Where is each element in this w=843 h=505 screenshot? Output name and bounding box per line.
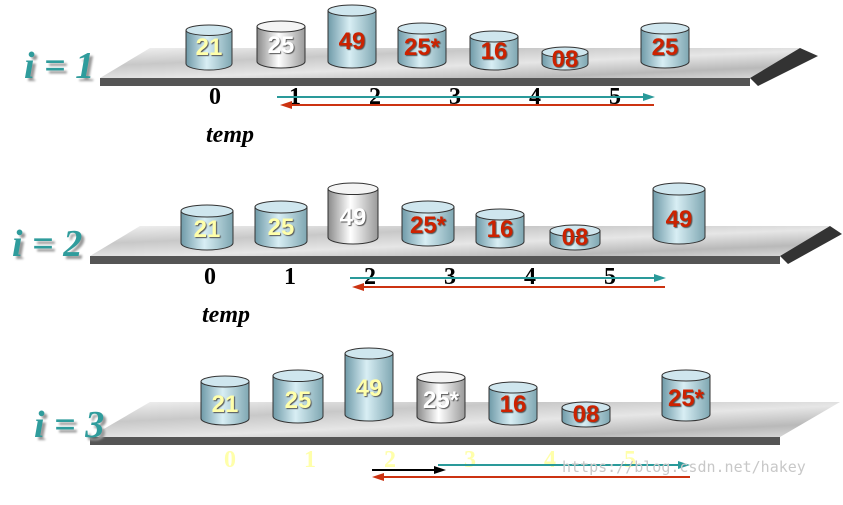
index-label: 0 (209, 84, 221, 110)
can-5: 08 (561, 401, 611, 428)
can-2: 49 (327, 4, 377, 69)
temp-can: 49 (652, 182, 706, 245)
temp-can: 25* (661, 369, 711, 422)
can-value: 21 (211, 391, 239, 418)
cylinder-shape (652, 182, 706, 245)
arrow-right-head (654, 274, 666, 282)
index-label: 2 (384, 447, 396, 473)
can-3: 25* (401, 200, 455, 247)
can-5: 08 (541, 46, 589, 73)
can-value: 25* (667, 385, 705, 412)
arrow-left-head (372, 473, 384, 481)
can-4: 16 (475, 208, 525, 249)
can-3: 25* (397, 22, 447, 69)
temp-label: temp (202, 302, 250, 328)
iteration-label: i = 2 (12, 223, 83, 265)
cylinder-shape (327, 182, 379, 245)
arrow-left-head (280, 101, 292, 109)
scan-arrows (350, 274, 666, 291)
cylinder-shape (180, 204, 234, 251)
cylinder-shape (272, 369, 324, 424)
cylinder-shape (397, 22, 447, 69)
cylinder-shape (549, 224, 601, 251)
iteration-label: i = 3 (34, 404, 105, 446)
can-0: 21 (180, 204, 234, 251)
temp-label: temp (206, 122, 254, 148)
index-label: 4 (544, 447, 556, 473)
can-1: 25 (256, 20, 306, 69)
arrow-right-head (643, 93, 655, 101)
can-value: 16 (486, 216, 514, 243)
can-0: 21 (200, 375, 250, 426)
can-value: 25 (651, 34, 679, 61)
can-value: 49 (665, 206, 693, 233)
arrow-black-head (434, 466, 446, 474)
can-value: 16 (480, 38, 508, 65)
can-value: 25* (422, 387, 460, 414)
arrow-right-head (678, 461, 690, 469)
can-5: 08 (549, 224, 601, 251)
index-label: 3 (464, 447, 476, 473)
temp-can: 25 (640, 22, 690, 69)
can-3: 25* (416, 371, 466, 424)
cylinder-shape (469, 30, 519, 71)
index-label: 0 (204, 264, 216, 290)
index-label: 5 (624, 447, 636, 473)
can-value: 25 (267, 214, 295, 241)
row-i3: i = 3 21 25 49 25* 16 08 25* 0 1 2 3 4 5 (0, 345, 843, 505)
can-value: 25* (403, 34, 441, 61)
row-i1: i = 1 21 25 49 25* 16 08 25 0 1 2 3 4 5 … (0, 0, 843, 160)
can-value: 25 (284, 387, 312, 414)
can-value: 08 (551, 46, 579, 73)
index-label: 0 (224, 447, 236, 473)
can-value: 21 (193, 216, 221, 243)
can-2: 49 (344, 347, 394, 422)
cylinder-shape (561, 401, 611, 428)
cylinder-shape (488, 381, 538, 426)
can-2: 49 (327, 182, 379, 245)
can-value: 08 (572, 401, 600, 428)
cylinder-shape (185, 24, 233, 71)
can-value: 08 (561, 224, 589, 251)
can-4: 16 (469, 30, 519, 71)
cylinder-shape (541, 46, 589, 71)
cylinder-shape (416, 371, 466, 424)
can-value: 49 (338, 28, 366, 55)
index-label: 1 (304, 447, 316, 473)
can-1: 25 (254, 200, 308, 249)
index-label: 1 (284, 264, 296, 290)
cylinder-shape (475, 208, 525, 249)
can-value: 16 (499, 391, 527, 418)
cylinder-shape (256, 20, 306, 69)
can-1: 25 (272, 369, 324, 424)
iteration-label: i = 1 (24, 45, 95, 87)
cylinder-shape (200, 375, 250, 426)
scan-arrows (277, 93, 655, 109)
arrow-left-head (352, 283, 364, 291)
can-value: 49 (355, 375, 383, 402)
row-i2: i = 2 21 25 49 25* 16 08 49 0 1 2 3 4 5 … (0, 178, 843, 338)
cylinder-shape (327, 4, 377, 69)
can-value: 49 (339, 204, 367, 231)
can-value: 25* (409, 212, 447, 239)
can-0: 21 (185, 24, 233, 71)
can-4: 16 (488, 381, 538, 426)
can-value: 21 (195, 34, 223, 61)
watermark-text: https://blog.csdn.net/hakey (562, 458, 806, 476)
cylinder-shape (344, 347, 394, 422)
cylinder-shape (661, 369, 711, 422)
cylinder-shape (254, 200, 308, 249)
can-value: 25 (267, 32, 295, 59)
cylinder-shape (401, 200, 455, 247)
scan-arrows (372, 461, 690, 481)
cylinder-shape (640, 22, 690, 69)
